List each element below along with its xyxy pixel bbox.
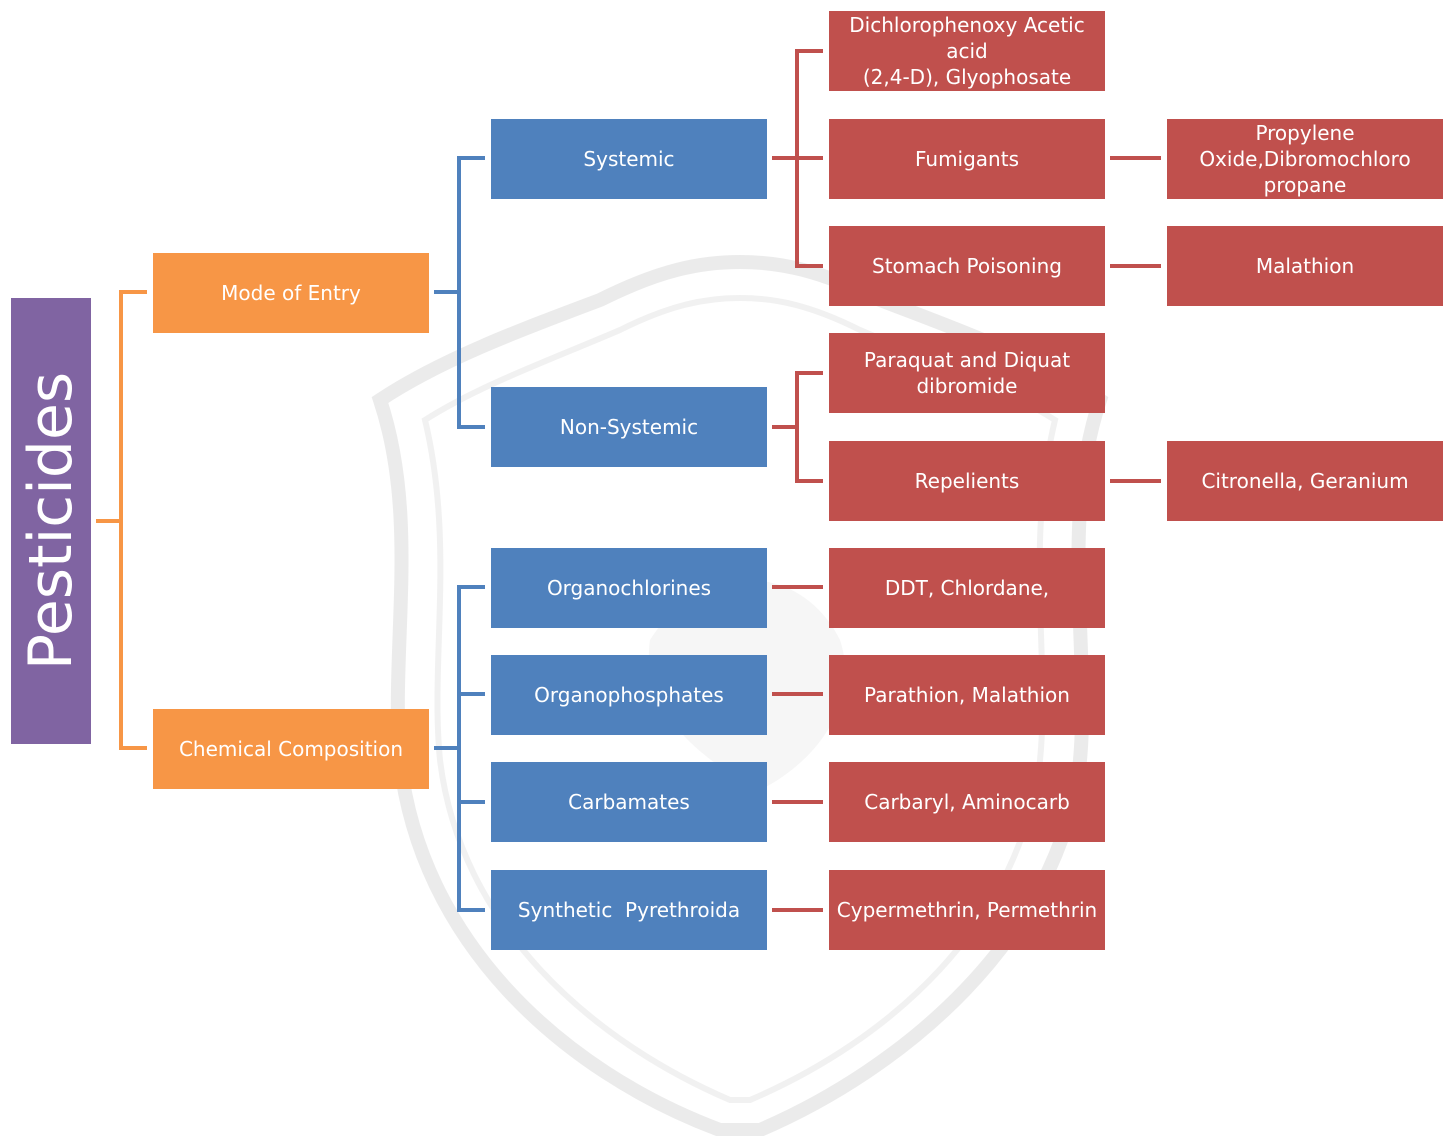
node-chemical-composition: Chemical Composition xyxy=(153,709,429,789)
connector-root-bracket xyxy=(119,290,147,750)
node-fumigants: Fumigants xyxy=(829,119,1105,199)
connector-mode-bracket xyxy=(457,156,485,429)
root-label: Pesticides xyxy=(16,371,86,671)
category-connectors xyxy=(434,156,485,912)
node-organophosphates: Organophosphates xyxy=(491,655,767,735)
node-propylene-oxide: Propylene Oxide,Dibromochloro propane xyxy=(1167,119,1443,199)
root-connectors xyxy=(96,290,147,750)
node-ddt-chlordane: DDT, Chlordane, xyxy=(829,548,1105,628)
node-cypermethrin-permethrin: Cypermethrin, Permethrin xyxy=(829,870,1105,950)
node-citronella-geranium: Citronella, Geranium xyxy=(1167,441,1443,521)
node-synthetic-pyrethroida: Synthetic Pyrethroida xyxy=(491,870,767,950)
node-stomach-poisoning: Stomach Poisoning xyxy=(829,226,1105,306)
node-dichlorophenoxy: Dichlorophenoxy Acetic acid (2,4-D), Gly… xyxy=(829,11,1105,91)
root-node-pesticides: Pesticides xyxy=(11,298,91,744)
type-connectors xyxy=(772,49,1161,912)
node-mode-of-entry: Mode of Entry xyxy=(153,253,429,333)
node-malathion: Malathion xyxy=(1167,226,1443,306)
node-paraquat-diquat: Paraquat and Diquat dibromide xyxy=(829,333,1105,413)
node-organochlorines: Organochlorines xyxy=(491,548,767,628)
node-repelients: Repelients xyxy=(829,441,1105,521)
node-systemic: Systemic xyxy=(491,119,767,199)
node-carbaryl-aminocarb: Carbaryl, Aminocarb xyxy=(829,762,1105,842)
connector-chem-bracket xyxy=(457,585,485,912)
node-parathion-malathion: Parathion, Malathion xyxy=(829,655,1105,735)
node-non-systemic: Non-Systemic xyxy=(491,387,767,467)
connector-nonsystemic-bracket xyxy=(795,371,823,483)
node-carbamates: Carbamates xyxy=(491,762,767,842)
